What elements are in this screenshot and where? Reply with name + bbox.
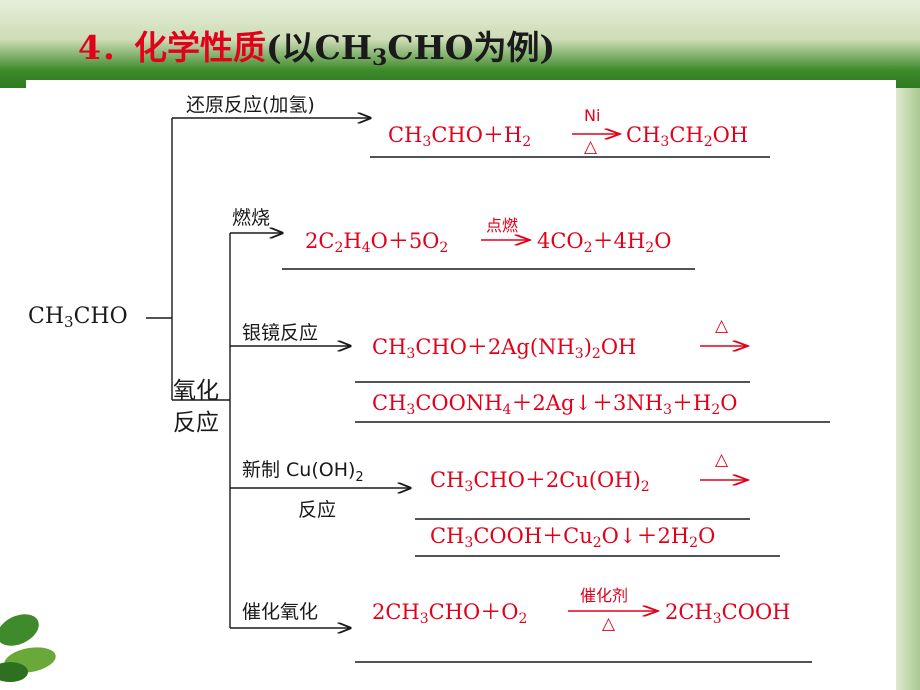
label-combustion: 燃烧 — [232, 207, 271, 229]
label-catalytic: 催化氧化 — [242, 601, 319, 623]
label-cu-oh2-line2: 反应 — [298, 499, 337, 521]
label-reduction: 还原反应(加氢) — [186, 94, 315, 116]
slide-title: 4．化学性质(以CH3CHO为例) — [78, 26, 555, 80]
eq-combustion-reactants: 2C2H4O＋5O2 — [305, 229, 449, 256]
cond-heat-cu: △ — [715, 450, 729, 470]
oxidation-label-line1: 氧化 — [173, 378, 219, 404]
cond-ni: Ni — [584, 106, 601, 125]
title-formula: (以CH3CHO为例) — [265, 28, 556, 71]
oxidation-label-line2: 反应 — [173, 410, 219, 436]
title-heading: 化学性质 — [133, 28, 266, 67]
eq-catalytic-reactants: 2CH3CHO＋O2 — [372, 600, 528, 627]
leaf-decoration-icon — [0, 614, 56, 682]
eq-silver-reactants: CH3CHO＋2Ag(NH3)2OH — [372, 335, 637, 362]
eq-cu-products: CH3COOH＋Cu2O↓＋2H2O — [430, 524, 716, 551]
cond-ignite: 点燃 — [486, 216, 519, 235]
eq-catalytic-products: 2CH3COOH — [665, 600, 791, 627]
title-bar — [0, 0, 920, 88]
decorative-side-band — [896, 88, 920, 690]
cond-heat-catalytic: △ — [602, 614, 616, 634]
cond-heat-reduction: △ — [584, 137, 598, 157]
eq-reduction-reactants: CH3CHO＋H2 — [388, 123, 532, 150]
title-number: 4． — [78, 28, 134, 67]
label-silver-mirror: 银镜反应 — [242, 322, 319, 344]
eq-combustion-products: 4CO2＋4H2O — [537, 229, 672, 256]
cond-catalyst: 催化剂 — [580, 586, 629, 605]
content-panel — [26, 80, 896, 690]
eq-reduction-products: CH3CH2OH — [626, 123, 749, 150]
label-cu-oh2: 新制 Cu(OH)2 — [242, 459, 364, 485]
eq-silver-products: CH3COONH4＋2Ag↓＋3NH3＋H2O — [372, 391, 738, 418]
root-compound: CH3CHO — [28, 304, 128, 331]
cond-heat-silver: △ — [715, 316, 729, 336]
eq-cu-reactants: CH3CHO＋2Cu(OH)2 — [430, 468, 650, 495]
